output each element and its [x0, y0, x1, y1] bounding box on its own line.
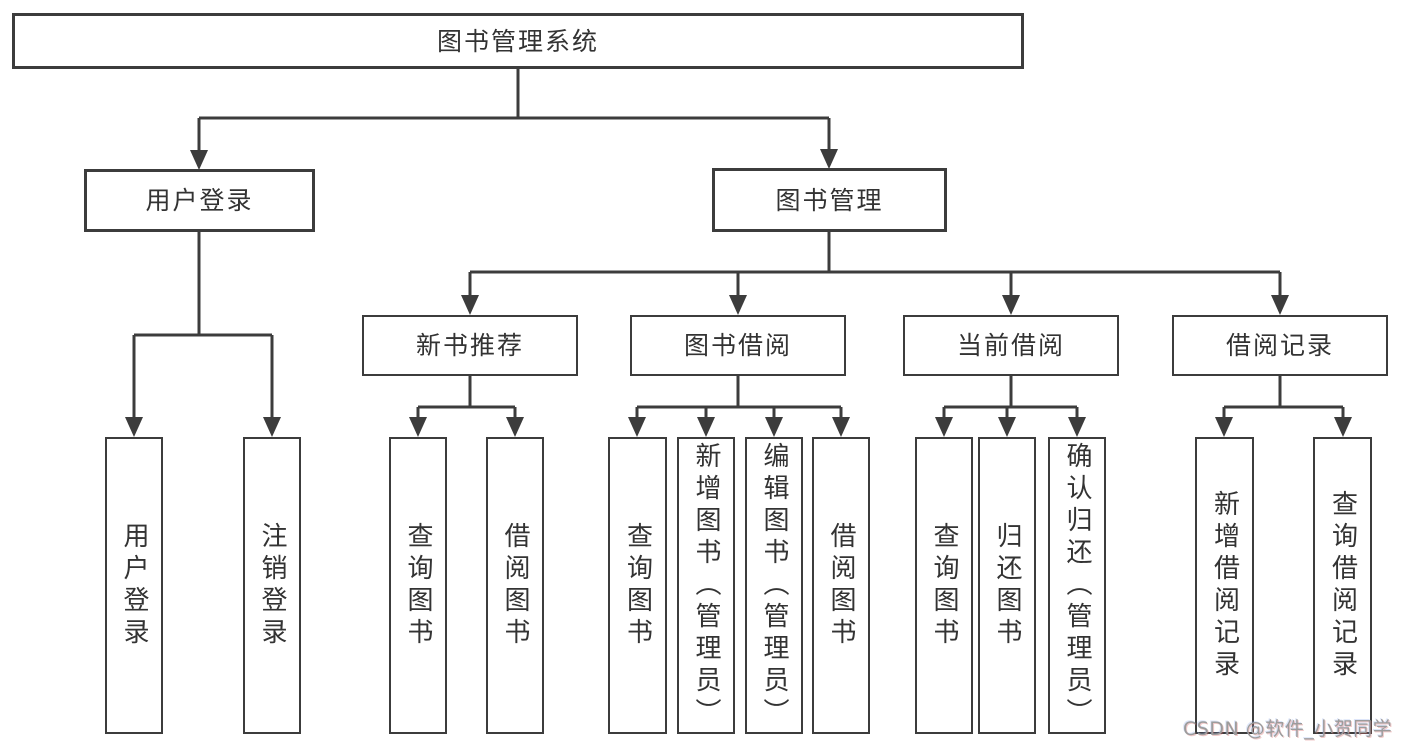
node-current-borrowing-label: 当前借阅 — [956, 331, 1065, 360]
leaf-borrow-books-newbook: 借阅图书 — [486, 437, 544, 734]
leaf-logout: 注销登录 — [243, 437, 301, 734]
leaf-add-book-admin-label: 新增图书（管理员） — [691, 441, 721, 730]
leaf-query-books-borrowing-label: 查询图书 — [622, 521, 653, 650]
leaf-query-books-current-label: 查询图书 — [929, 521, 959, 650]
node-book-borrowing-label: 图书借阅 — [683, 331, 792, 360]
leaf-add-borrow-record: 新增借阅记录 — [1195, 437, 1254, 734]
node-borrowing-records: 借阅记录 — [1172, 315, 1388, 376]
node-root-label: 图书管理系统 — [436, 26, 599, 56]
leaf-query-books-newbook: 查询图书 — [389, 437, 447, 734]
leaf-borrow-books-borrowing: 借阅图书 — [812, 437, 870, 734]
leaf-add-book-admin: 新增图书（管理员） — [677, 437, 735, 734]
leaf-return-book-label: 归还图书 — [992, 521, 1022, 650]
leaf-logout-label: 注销登录 — [257, 521, 287, 650]
node-new-book-recommend-label: 新书推荐 — [415, 331, 524, 360]
leaf-query-books-newbook-label: 查询图书 — [403, 521, 433, 650]
node-book-borrowing: 图书借阅 — [630, 315, 846, 376]
leaf-edit-book-admin: 编辑图书（管理员） — [745, 437, 803, 734]
leaf-confirm-return-admin: 确认归还（管理员） — [1048, 437, 1106, 734]
leaf-query-borrow-record: 查询借阅记录 — [1313, 437, 1372, 734]
leaf-query-borrow-record-label: 查询借阅记录 — [1327, 489, 1358, 682]
leaf-edit-book-admin-label: 编辑图书（管理员） — [759, 441, 789, 730]
leaf-user-login: 用户登录 — [105, 437, 163, 734]
node-user-login-label: 用户登录 — [145, 186, 254, 215]
node-current-borrowing: 当前借阅 — [903, 315, 1119, 376]
leaf-borrow-books-borrowing-label: 借阅图书 — [826, 521, 856, 650]
node-new-book-recommend: 新书推荐 — [362, 315, 578, 376]
leaf-confirm-return-admin-label: 确认归还（管理员） — [1062, 441, 1092, 730]
node-book-management-label: 图书管理 — [775, 185, 884, 215]
csdn-watermark: CSDN @软件_小贺同学 — [1183, 718, 1393, 740]
leaf-return-book: 归还图书 — [978, 437, 1036, 734]
node-user-login: 用户登录 — [84, 169, 315, 232]
leaf-user-login-label: 用户登录 — [119, 521, 149, 650]
node-book-management: 图书管理 — [712, 168, 947, 232]
leaf-borrow-books-newbook-label: 借阅图书 — [500, 521, 530, 650]
node-borrowing-records-label: 借阅记录 — [1225, 331, 1334, 360]
leaf-query-books-borrowing: 查询图书 — [608, 437, 667, 734]
leaf-add-borrow-record-label: 新增借阅记录 — [1209, 489, 1240, 682]
leaf-query-books-current: 查询图书 — [915, 437, 973, 734]
node-root-system: 图书管理系统 — [12, 13, 1024, 69]
